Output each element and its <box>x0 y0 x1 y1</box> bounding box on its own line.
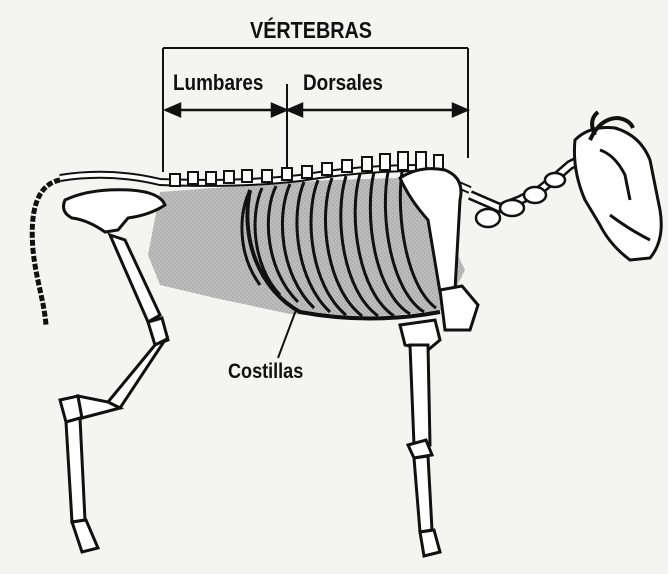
fore-leg <box>400 286 478 556</box>
neck <box>470 160 580 227</box>
skull <box>574 112 661 260</box>
costillas-label: Costillas <box>228 360 303 384</box>
dorsales-arrow <box>288 104 467 116</box>
dorsales-label: Dorsales <box>303 70 383 96</box>
tail <box>32 180 60 325</box>
hind-leg <box>60 235 168 552</box>
pelvis <box>64 190 165 232</box>
costillas-pointer <box>278 310 296 358</box>
lumbares-label: Lumbares <box>173 70 263 96</box>
lumbares-arrow <box>166 104 286 116</box>
vertebras-label: VÉRTEBRAS <box>250 17 372 44</box>
